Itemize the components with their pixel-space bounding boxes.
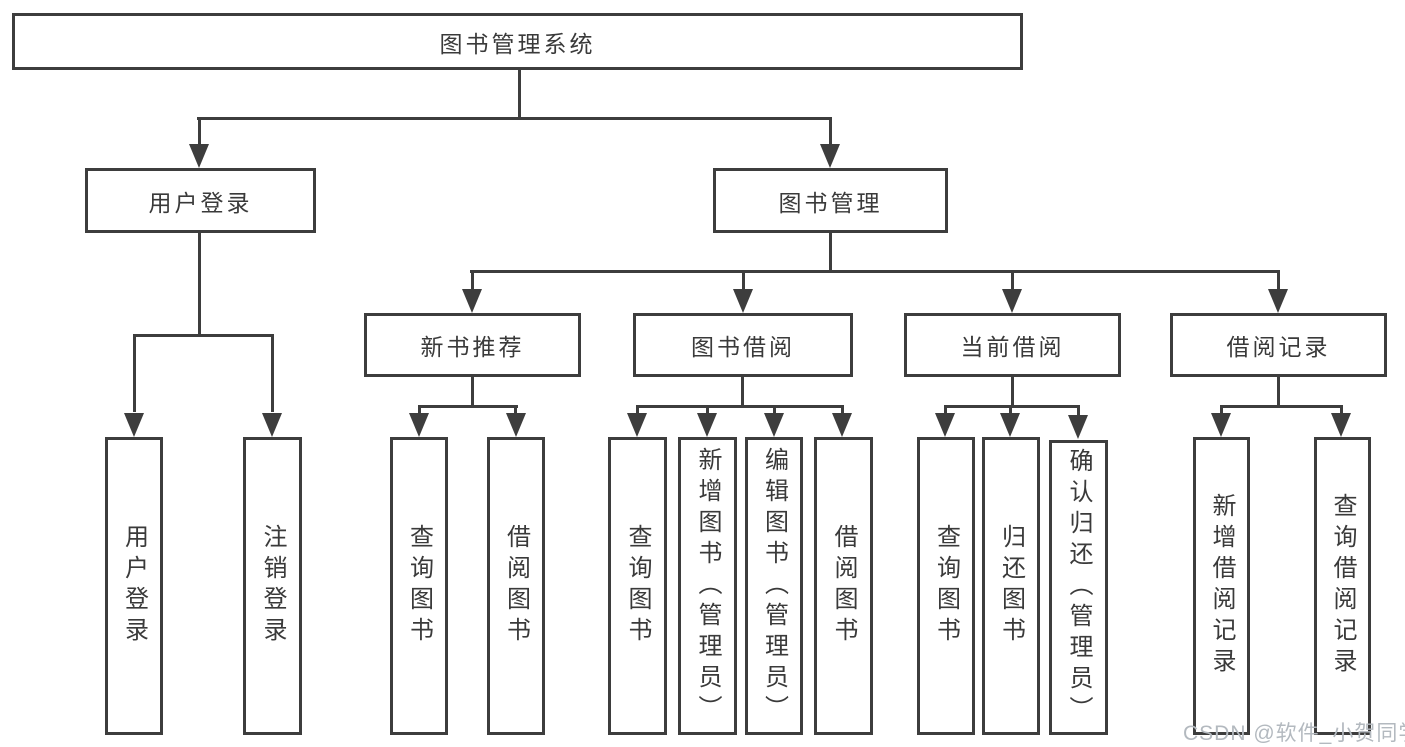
node-leaf-add-books-admin: 新增图书（管理员） (678, 437, 737, 735)
connector-line (133, 334, 274, 337)
arrow-down-icon (1002, 289, 1022, 313)
connector-line (944, 405, 1080, 408)
node-user-login: 用户登录 (85, 168, 316, 233)
connector-line (741, 377, 744, 407)
connector-line (418, 405, 421, 415)
connector-line (636, 405, 639, 415)
node-leaf-confirm-return-admin: 确认归还（管理员） (1049, 440, 1108, 735)
arrow-down-icon (124, 413, 144, 437)
arrow-down-icon (1000, 413, 1020, 437)
connector-line (514, 405, 517, 415)
node-leaf-borrow-books-2: 借阅图书 (814, 437, 873, 735)
connector-line (1011, 377, 1014, 407)
csdn-watermark: CSDN @软件_小贺同学 (1183, 722, 1405, 745)
connector-line (418, 405, 518, 408)
connector-line (470, 270, 1280, 273)
connector-line (198, 117, 201, 147)
connector-line (706, 405, 709, 415)
connector-line (742, 270, 745, 292)
connector-line (197, 117, 832, 120)
connector-line (1220, 405, 1223, 415)
connector-line (1077, 405, 1080, 415)
connector-line (133, 334, 136, 412)
arrow-down-icon (697, 413, 717, 437)
node-leaf-edit-books-admin: 编辑图书（管理员） (745, 437, 803, 735)
node-leaf-logout: 注销登录 (243, 437, 302, 735)
arrow-down-icon (189, 144, 209, 168)
arrow-down-icon (935, 413, 955, 437)
connector-line (271, 334, 274, 412)
arrow-down-icon (462, 289, 482, 313)
node-new-book-recommendation: 新书推荐 (364, 313, 581, 377)
arrow-down-icon (1331, 413, 1351, 437)
arrow-down-icon (1268, 289, 1288, 313)
arrow-down-icon (506, 413, 526, 437)
arrow-down-icon (733, 289, 753, 313)
connector-line (518, 70, 521, 118)
connector-line (198, 233, 201, 337)
connector-line (636, 405, 844, 408)
connector-line (1009, 405, 1012, 415)
node-leaf-borrow-books-1: 借阅图书 (487, 437, 545, 735)
node-leaf-query-books-1: 查询图书 (390, 437, 448, 735)
connector-line (1277, 270, 1280, 292)
connector-line (773, 405, 776, 415)
arrow-down-icon (1211, 413, 1231, 437)
connector-line (829, 117, 832, 147)
arrow-down-icon (1068, 415, 1088, 439)
connector-line (1277, 377, 1280, 407)
node-leaf-query-books-2: 查询图书 (608, 437, 667, 735)
connector-line (471, 270, 474, 292)
node-leaf-return-books: 归还图书 (982, 437, 1040, 735)
connector-line (944, 405, 947, 415)
connector-line (1340, 405, 1343, 415)
arrow-down-icon (764, 413, 784, 437)
node-book-management: 图书管理 (713, 168, 948, 233)
arrow-down-icon (820, 144, 840, 168)
arrow-down-icon (262, 413, 282, 437)
node-leaf-query-books-3: 查询图书 (917, 437, 975, 735)
arrow-down-icon (409, 413, 429, 437)
connector-line (841, 405, 844, 415)
node-leaf-add-borrow-record: 新增借阅记录 (1193, 437, 1250, 735)
node-leaf-user-login: 用户登录 (105, 437, 163, 735)
connector-line (1011, 270, 1014, 292)
connector-line (1220, 405, 1343, 408)
connector-line (471, 377, 474, 407)
node-book-borrowing: 图书借阅 (633, 313, 853, 377)
arrow-down-icon (627, 413, 647, 437)
connector-line (829, 233, 832, 272)
node-leaf-query-borrow-record: 查询借阅记录 (1314, 437, 1371, 735)
node-system-root: 图书管理系统 (12, 13, 1023, 70)
node-current-borrowing: 当前借阅 (904, 313, 1121, 377)
arrow-down-icon (832, 413, 852, 437)
node-borrowing-records: 借阅记录 (1170, 313, 1387, 377)
